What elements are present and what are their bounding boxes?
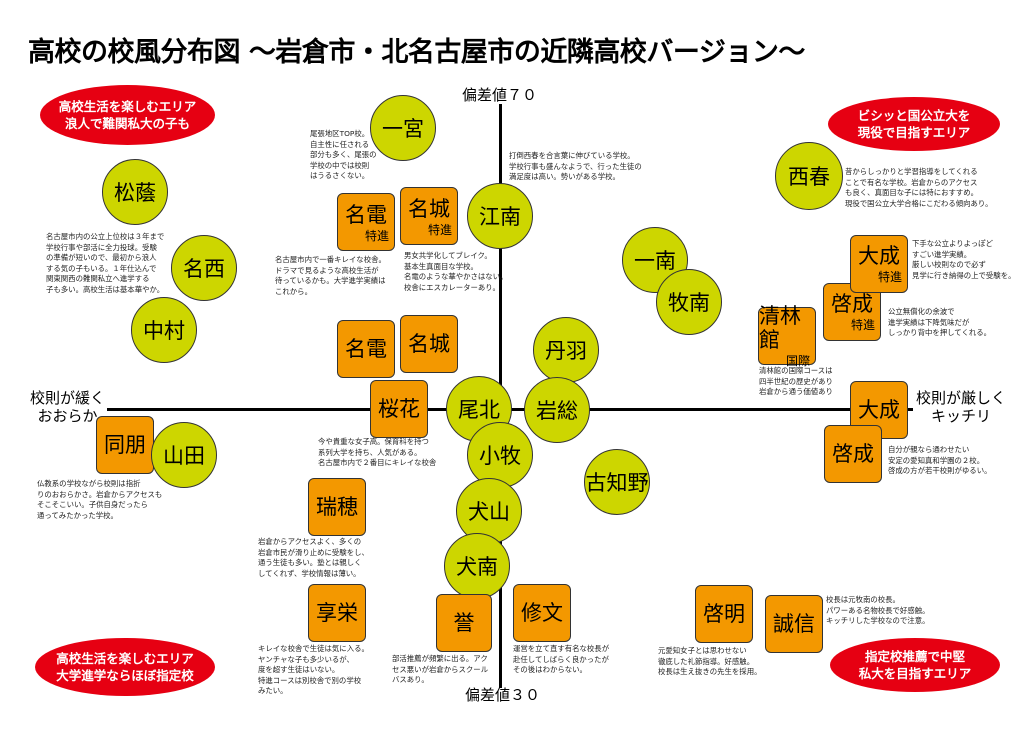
school-meiden-tokushin: 名電特進 bbox=[337, 193, 395, 251]
note-shoin-meisei: 名古屋市内の公立上位校は３年まで 学校行事や部活に全力投球。受験 の準備が短いの… bbox=[46, 232, 165, 294]
school-meiden: 名電 bbox=[337, 320, 395, 378]
school-mizuho: 瑞穂 bbox=[308, 478, 366, 536]
school-taisei-tokushin: 大成特進 bbox=[850, 235, 908, 293]
note-homare: 部活推薦が頻繁に出る。アク セス悪いが岩倉からスクール バスあり。 bbox=[392, 654, 489, 685]
note-meiden-tokushin: 名古屋市内で一番キレイな校舎。 ドラマで見るような高校生活が 待っているかも。大… bbox=[275, 255, 386, 296]
area-line: 浪人で難関私大の子も bbox=[64, 116, 190, 131]
axis-label-bottom: 偏差値３０ bbox=[465, 686, 541, 704]
school-name: 名城 bbox=[408, 197, 450, 221]
school-meijo: 名城 bbox=[400, 315, 458, 373]
note-keimei: 元愛知女子とは思わせない 徹底した礼節指導。好感触。 校長は生え抜きの先生を採用… bbox=[658, 646, 762, 677]
area-bottom-right: 指定校推薦で中堅私大を目指すエリア bbox=[830, 638, 1000, 692]
school-kennan: 犬南 bbox=[444, 533, 510, 599]
note-kyoei: キレイな校舎で生徒は気に入る。 ヤンチャな子も多少いるが、 度を超す生徒はいない… bbox=[258, 644, 369, 696]
course-label: 特進 bbox=[850, 318, 875, 332]
note-doho: 仏教系の学校ながら校則は指折 りのおおらかさ。岩倉からアクセスも そこそこいい。… bbox=[37, 479, 163, 520]
area-line: 高校生活を楽しむエリア bbox=[58, 99, 197, 114]
axis-label-left: 校則が緩く おおらか bbox=[30, 389, 106, 425]
school-bokunan: 牧南 bbox=[656, 269, 722, 335]
school-yamada: 山田 bbox=[151, 422, 217, 488]
school-seirinkan: 清林館国際 bbox=[758, 304, 816, 368]
note-seishin: 校長は元牧南の校長。 パワーある名物校長で好感触。 キッチリした学校なので注意。 bbox=[826, 595, 930, 626]
school-keisei: 啓成 bbox=[824, 425, 882, 483]
school-seishin: 誠信 bbox=[765, 595, 823, 653]
axis-label-top: 偏差値７０ bbox=[462, 86, 538, 104]
note-shubun: 運営を立て直す有名な校長が 赴任してしばらく良かったが その後はわからない。 bbox=[513, 644, 610, 675]
school-ichinan: 一南 bbox=[622, 227, 688, 293]
note-ichinomiya: 尾張地区TOP校。 自主性に任される 部分も多く、尾張の 学校の中では校則 はう… bbox=[310, 129, 377, 181]
note-taisei-tokushin: 下手な公立よりよっぽど すごい進学実績。 厳しい校則なので必ず 見学に行き納得の… bbox=[912, 239, 1016, 280]
school-inuyama: 犬山 bbox=[456, 478, 522, 544]
note-seirinkan: 清林館の国際コースは 四半世紀の歴史があり 岩倉から通う価値あり bbox=[759, 366, 833, 397]
note-meijo-tokushin: 男女共学化してブレイク。 基本生真面目な学校。 名電のような華やかさはない。 校… bbox=[404, 251, 508, 292]
school-ganso: 岩総 bbox=[524, 377, 590, 443]
school-ouka: 桜花 bbox=[370, 380, 428, 438]
area-line: 私大を目指すエリア bbox=[858, 666, 972, 681]
school-niwa: 丹羽 bbox=[533, 317, 599, 383]
school-komaki: 小牧 bbox=[467, 422, 533, 488]
page-title: 高校の校風分布図 ～岩倉市・北名古屋市の近隣高校バージョン～ bbox=[28, 37, 805, 68]
course-label: 国際 bbox=[785, 354, 810, 368]
school-nakamura: 中村 bbox=[131, 297, 197, 363]
area-line: 現役で目指すエリア bbox=[857, 125, 971, 140]
school-homare: 誉 bbox=[436, 594, 492, 652]
note-konan: 打倒西春を合言葉に伸びている学校。 学校行事も盛んなようで、行った生徒の 満足度… bbox=[509, 151, 642, 182]
course-label: 特進 bbox=[364, 229, 389, 243]
note-mizuho: 岩倉からアクセスよく、多くの 岩倉市民が滑り止めに受験をし、 通う生徒も多い。塾… bbox=[258, 537, 369, 578]
school-name: 啓成 bbox=[831, 292, 873, 316]
school-shoin: 松蔭 bbox=[102, 159, 168, 225]
area-line: 大学進学ならほぼ指定校 bbox=[56, 668, 194, 683]
school-name: 名電 bbox=[345, 203, 387, 227]
school-doho: 同朋 bbox=[96, 416, 154, 474]
note-ouka: 今や貴重な女子高。保育科を持つ 系列大学を持ち、人気がある。 名古屋市内で２番目… bbox=[318, 437, 437, 468]
school-name: 大成 bbox=[858, 244, 900, 268]
course-label: 特進 bbox=[877, 270, 902, 284]
area-bottom-left: 高校生活を楽しむエリア大学進学ならほぼ指定校 bbox=[35, 638, 215, 696]
area-line: ビシッと国公立大を bbox=[857, 108, 971, 123]
school-meijo-tokushin: 名城特進 bbox=[400, 187, 458, 245]
school-kochino: 古知野 bbox=[584, 449, 650, 515]
school-name: 清林館 bbox=[759, 304, 801, 352]
school-nishiharu: 西春 bbox=[775, 142, 843, 210]
course-label: 特進 bbox=[427, 223, 452, 237]
area-line: 高校生活を楽しむエリア bbox=[56, 651, 194, 666]
school-konan: 江南 bbox=[467, 183, 533, 249]
school-kyoei: 享栄 bbox=[308, 584, 366, 642]
note-nishiharu: 昔からしっかりと学習指導をしてくれる ことで有名な学校。岩倉からのアクセス も良… bbox=[845, 167, 993, 208]
area-line: 指定校推薦で中堅 bbox=[864, 649, 965, 664]
axis-label-right: 校則が厳しく キッチリ bbox=[916, 389, 1007, 425]
school-meisei: 名西 bbox=[171, 235, 237, 301]
note-keisei-tokushin: 公立無償化の余波で 進学実績は下降気味だが しっかり背中を押してくれる。 bbox=[888, 307, 992, 338]
school-keimei: 啓明 bbox=[695, 585, 753, 643]
school-shubun: 修文 bbox=[513, 584, 571, 642]
note-keisei: 自分が親なら通わせたい 安定の愛知真和学園の２校。 啓成の方が若干校則がゆるい。 bbox=[888, 445, 992, 476]
area-top-left: 高校生活を楽しむエリア浪人で難関私大の子も bbox=[40, 85, 215, 145]
school-ichinomiya: 一宮 bbox=[370, 95, 436, 161]
area-top-right: ビシッと国公立大を現役で目指すエリア bbox=[828, 97, 1000, 151]
